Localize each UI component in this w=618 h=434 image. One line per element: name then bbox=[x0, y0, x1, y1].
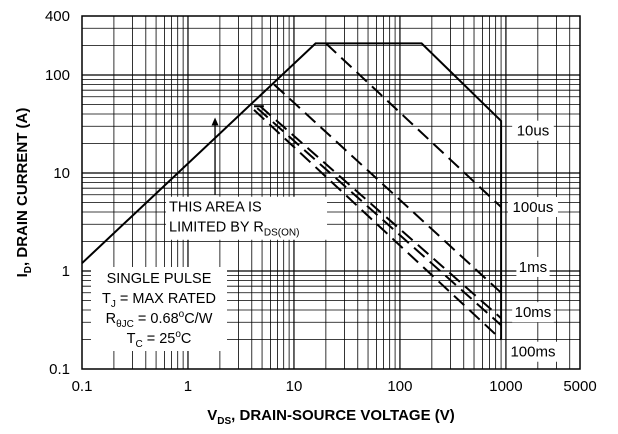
annotation-area-line1: THIS AREA IS bbox=[169, 200, 262, 216]
x-tick-label: 0.1 bbox=[72, 378, 93, 395]
condition-tj-rest: = MAX RATED bbox=[116, 291, 216, 307]
annotation-area-line2-main: LIMITED BY R bbox=[169, 220, 264, 236]
x-tick-label: 10 bbox=[286, 378, 303, 395]
y-axis-title: ID, DRAIN CURRENT (A) bbox=[14, 108, 34, 278]
annotation-area-line2: LIMITED BY RDS(ON) bbox=[169, 220, 299, 239]
condition-tj: TJ = MAX RATED bbox=[102, 291, 216, 310]
condition-tc-sup: o bbox=[175, 329, 181, 340]
annotation-area-bg bbox=[166, 196, 328, 240]
x-tick-label: 1 bbox=[184, 378, 192, 395]
tick-labels: 0.1 1 10 100 1000 5000 0.1 1 10 100 400 bbox=[45, 8, 597, 395]
series-label-bg bbox=[512, 302, 554, 323]
condition-tc-sub: C bbox=[135, 339, 142, 350]
plot-frame bbox=[81, 15, 581, 370]
series-label-10us: 10us bbox=[517, 123, 550, 140]
series-label-100ms: 100ms bbox=[510, 344, 555, 361]
grid bbox=[82, 15, 581, 369]
condition-tc-main: T bbox=[127, 331, 136, 347]
condition-rthjc-rest: = 0.68 bbox=[134, 311, 179, 327]
series-line-extra-5 bbox=[259, 105, 502, 319]
y-tick-label: 0.1 bbox=[49, 361, 70, 378]
condition-rthjc-sup: o bbox=[179, 309, 185, 320]
annotation-conditions-bg bbox=[91, 267, 227, 351]
condition-rthjc-rest2: C/W bbox=[184, 311, 213, 327]
condition-rthjc-sub: θJC bbox=[116, 319, 134, 330]
series-label-bg bbox=[516, 256, 550, 277]
y-axis-title-sub: D bbox=[23, 266, 34, 273]
x-axis-title-rest: , DRAIN-SOURCE VOLTAGE (V) bbox=[231, 407, 455, 424]
condition-tc-rest: = 25 bbox=[143, 331, 176, 347]
annotation-arrow-head bbox=[211, 117, 219, 126]
x-tick-label: 100 bbox=[387, 378, 412, 395]
condition-tc: TC = 25oC bbox=[127, 329, 192, 350]
series-label-bg bbox=[507, 341, 558, 362]
condition-tc-rest2: C bbox=[181, 331, 191, 347]
series-line-10ms bbox=[256, 107, 502, 326]
series-line-10us bbox=[81, 42, 503, 340]
series-labels: 10us 100us 1ms 10ms 100ms bbox=[507, 120, 558, 362]
series-label-100us: 100us bbox=[513, 199, 554, 216]
y-tick-label: 1 bbox=[62, 263, 70, 280]
y-axis-title-main: I bbox=[14, 273, 31, 277]
annotation-area-line2-sub: DS(ON) bbox=[264, 228, 300, 239]
condition-single-pulse: SINGLE PULSE bbox=[107, 271, 212, 287]
series-label-10ms: 10ms bbox=[515, 304, 552, 321]
condition-tj-sub: J bbox=[111, 299, 116, 310]
series-line-100ms bbox=[253, 109, 502, 341]
x-axis-title-main: V bbox=[207, 407, 217, 424]
x-axis-title: VDS, DRAIN-SOURCE VOLTAGE (V) bbox=[207, 407, 455, 427]
condition-rthjc: RθJC = 0.68oC/W bbox=[106, 309, 213, 330]
condition-rthjc-main: R bbox=[106, 311, 116, 327]
series-label-bg bbox=[507, 196, 558, 217]
y-tick-label: 10 bbox=[53, 165, 70, 182]
y-axis-title-rest: , DRAIN CURRENT (A) bbox=[14, 108, 31, 266]
series-label-1ms: 1ms bbox=[519, 259, 547, 276]
x-tick-label: 5000 bbox=[563, 378, 596, 395]
y-tick-label: 100 bbox=[45, 67, 70, 84]
y-tick-label: 400 bbox=[45, 8, 70, 25]
condition-tj-main: T bbox=[102, 291, 111, 307]
series-line-1ms bbox=[273, 83, 502, 294]
x-tick-label: 1000 bbox=[489, 378, 522, 395]
series-label-bg bbox=[512, 120, 554, 141]
x-axis-title-sub: DS bbox=[217, 416, 231, 427]
series-line-100us bbox=[325, 42, 502, 208]
series-lines bbox=[81, 42, 503, 341]
